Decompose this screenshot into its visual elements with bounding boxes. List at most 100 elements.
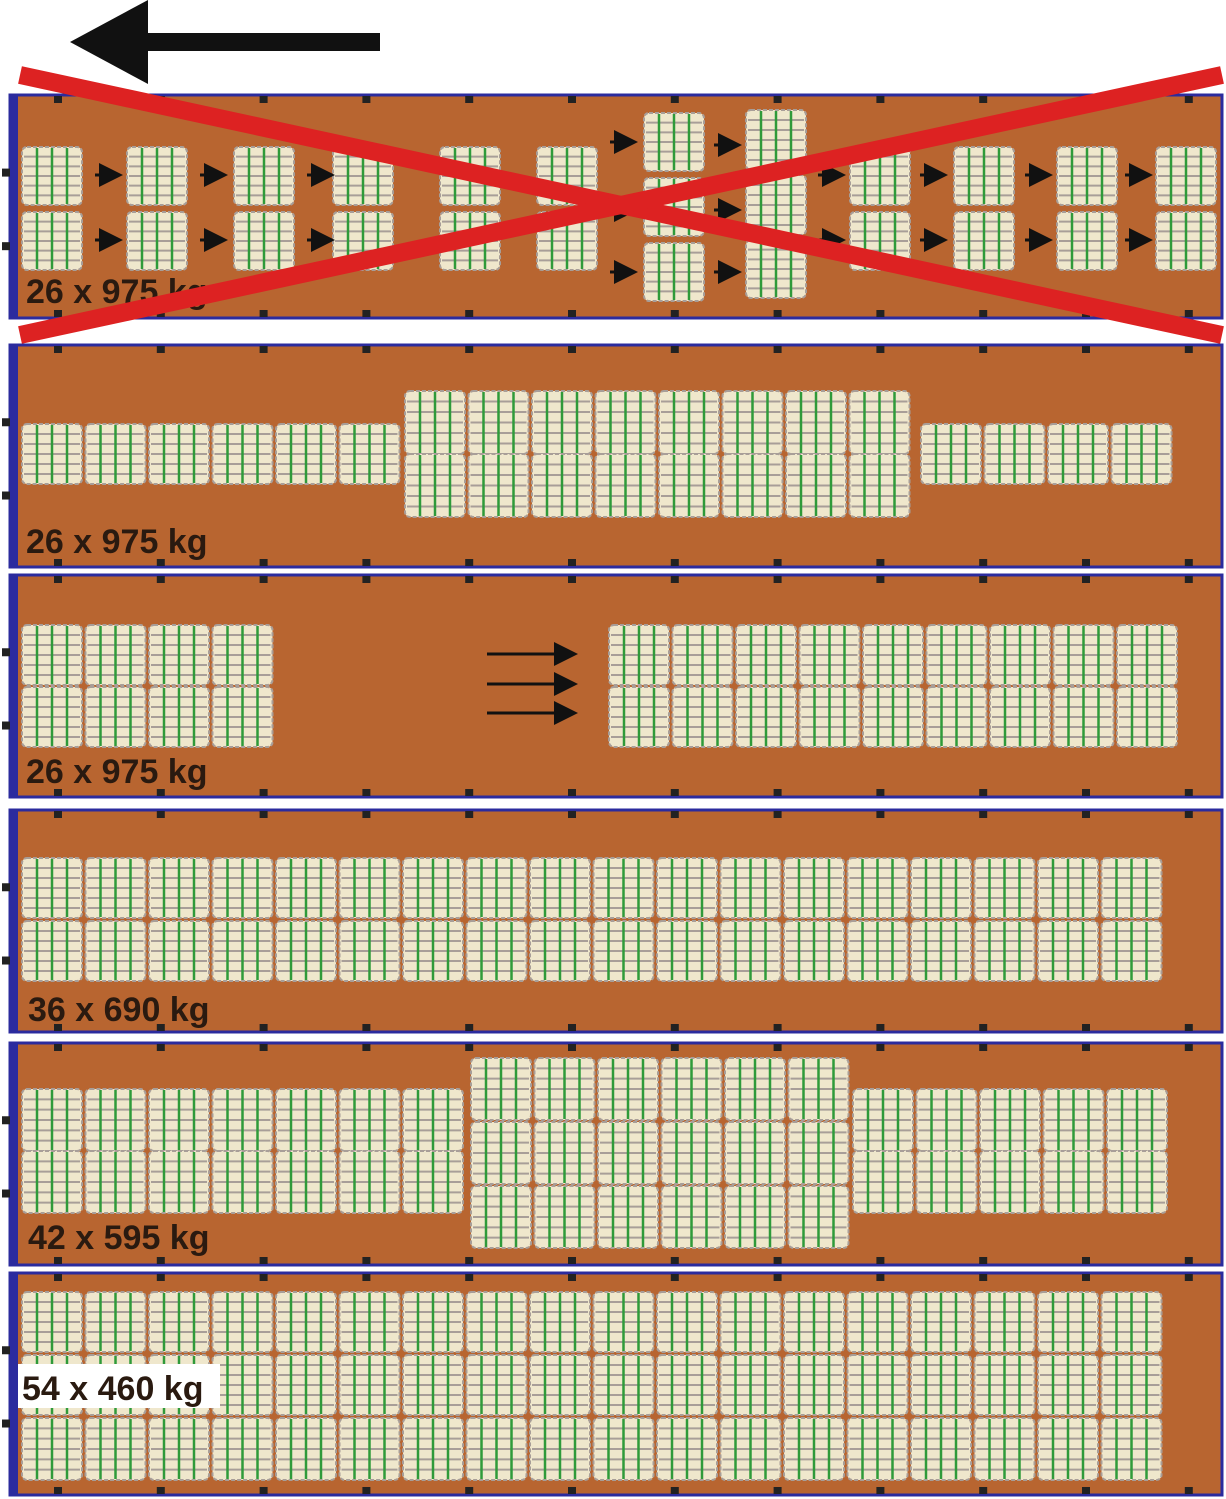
pallet bbox=[402, 1088, 464, 1152]
pallet bbox=[21, 1291, 83, 1353]
pallet bbox=[1106, 1088, 1168, 1152]
arrow-left-icon bbox=[70, 0, 380, 84]
pallet bbox=[148, 1291, 210, 1353]
pallet bbox=[1100, 1291, 1163, 1353]
red-cross-icon bbox=[18, 66, 1224, 344]
pallet bbox=[402, 920, 464, 982]
pallet bbox=[275, 1417, 337, 1481]
pallet bbox=[211, 1291, 274, 1353]
pallet bbox=[745, 239, 807, 299]
pallet bbox=[597, 1185, 659, 1249]
pallet bbox=[846, 920, 909, 982]
pallet bbox=[783, 1291, 845, 1353]
pallet bbox=[592, 857, 655, 919]
pallet bbox=[84, 1291, 147, 1353]
pallet bbox=[211, 920, 274, 982]
pallet bbox=[785, 390, 847, 455]
pallet bbox=[735, 624, 797, 686]
pallet bbox=[21, 1417, 83, 1481]
pallet bbox=[211, 1417, 274, 1481]
panel-6-label-background bbox=[18, 1364, 220, 1408]
pallet bbox=[920, 423, 982, 485]
pallet bbox=[798, 686, 861, 748]
pallet bbox=[148, 1150, 210, 1214]
pallet bbox=[989, 624, 1051, 686]
pallet bbox=[660, 1185, 723, 1249]
pallet bbox=[84, 624, 147, 686]
pallet bbox=[338, 920, 401, 982]
pallet bbox=[148, 1417, 210, 1481]
pallet bbox=[148, 624, 210, 686]
pallet bbox=[529, 1417, 591, 1481]
pallet bbox=[21, 686, 83, 748]
pallet bbox=[973, 1354, 1036, 1416]
pallet bbox=[1052, 624, 1115, 686]
pallet bbox=[846, 857, 909, 919]
pallet bbox=[979, 1150, 1041, 1214]
pallet bbox=[910, 1291, 972, 1353]
pallet bbox=[402, 1417, 464, 1481]
pallet bbox=[915, 1150, 978, 1214]
arrow-right-icon bbox=[487, 642, 578, 725]
pallet bbox=[402, 1291, 464, 1353]
pallet bbox=[658, 453, 720, 518]
pallet bbox=[656, 857, 718, 919]
pallet bbox=[1100, 1417, 1163, 1481]
pallet bbox=[787, 1057, 850, 1121]
pallet bbox=[275, 857, 337, 919]
pallet bbox=[21, 423, 83, 485]
pallet bbox=[529, 1291, 591, 1353]
pallet bbox=[719, 1354, 782, 1416]
pallet bbox=[656, 1354, 718, 1416]
pallet bbox=[233, 146, 295, 206]
pallet bbox=[1037, 1417, 1099, 1481]
pallet bbox=[862, 624, 924, 686]
pallet bbox=[973, 920, 1036, 982]
panel-4-deck bbox=[2, 808, 1224, 1034]
pallet bbox=[846, 1354, 909, 1416]
pallet bbox=[719, 920, 782, 982]
pallet bbox=[848, 453, 911, 518]
pallet bbox=[1106, 1150, 1168, 1214]
pallet bbox=[470, 1185, 532, 1249]
pallet bbox=[608, 686, 670, 748]
pallet bbox=[275, 1291, 337, 1353]
pallet bbox=[211, 624, 274, 686]
pallet bbox=[84, 1088, 147, 1152]
pallet bbox=[910, 920, 972, 982]
pallet bbox=[783, 920, 845, 982]
pallet bbox=[721, 390, 784, 455]
pallet bbox=[660, 1057, 723, 1121]
pallet bbox=[338, 423, 401, 485]
pallet bbox=[597, 1121, 659, 1185]
pallet bbox=[233, 211, 295, 271]
pallet bbox=[84, 1417, 147, 1481]
pallet bbox=[21, 1088, 83, 1152]
pallet bbox=[594, 390, 657, 455]
panel-2-label: 26 x 975 kg bbox=[26, 523, 207, 561]
pallet bbox=[973, 1417, 1036, 1481]
pallet bbox=[735, 686, 797, 748]
pallet bbox=[592, 1291, 655, 1353]
pallet bbox=[465, 920, 528, 982]
pallet bbox=[338, 1150, 401, 1214]
panel-4-label: 36 x 690 kg bbox=[28, 991, 209, 1029]
pallet bbox=[656, 920, 718, 982]
pallet bbox=[1037, 1291, 1099, 1353]
pallet bbox=[126, 146, 188, 206]
pallet bbox=[275, 423, 337, 485]
pallet bbox=[338, 857, 401, 919]
pallet bbox=[275, 920, 337, 982]
pallet bbox=[1155, 146, 1217, 206]
pallet bbox=[783, 857, 845, 919]
pallet bbox=[846, 1417, 909, 1481]
pallet bbox=[1056, 146, 1118, 206]
pallet bbox=[660, 1121, 723, 1185]
pallet bbox=[1042, 1088, 1105, 1152]
pallet bbox=[953, 146, 1015, 206]
panel-5-label: 42 x 595 kg bbox=[28, 1219, 209, 1257]
pallet bbox=[531, 453, 593, 518]
pallet bbox=[531, 390, 593, 455]
pallet bbox=[21, 146, 83, 206]
pallet bbox=[84, 423, 147, 485]
